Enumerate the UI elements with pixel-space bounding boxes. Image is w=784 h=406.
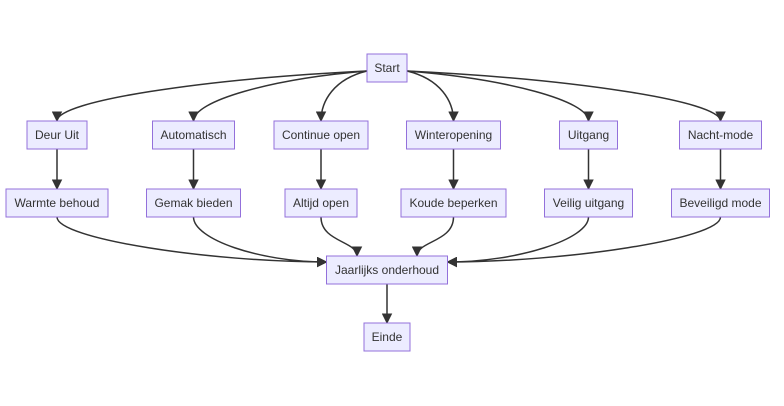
node-label: Einde [372,330,403,344]
node-altijd-open: Altijd open [284,188,358,218]
node-einde: Einde [363,322,411,352]
edge-warmte-behoud-to-jaarlijks-onderhoud [56,216,328,268]
node-box [273,120,369,150]
node-box [146,188,241,218]
node-box [26,120,88,150]
edges [51,70,726,325]
node-start: Start [366,53,408,83]
node-beveiligd-mode: Beveiligd mode [671,188,770,218]
node-box [679,120,762,150]
node-nacht-mode: Nacht-mode [679,120,762,150]
node-label: Jaarlijks onderhoud [335,263,439,277]
node-veilig-uitgang: Veilig uitgang [544,188,633,218]
edge-start-to-automatisch [188,70,368,123]
edge-start-to-uitgang [406,70,594,123]
node-box [363,322,411,352]
edge-start-to-continue-open [315,70,368,123]
node-box [559,120,618,150]
edge-start-to-deur-uit [51,70,368,123]
edge-altijd-open-to-jaarlijks-onderhoud [320,216,363,258]
node-jaarlijks-onderhoud: Jaarlijks onderhoud [326,255,448,285]
edge-koude-beperken-to-jaarlijks-onderhoud [411,216,455,258]
node-label: Continue open [282,128,360,142]
node-box [400,188,507,218]
node-koude-beperken: Koude beperken [400,188,507,218]
node-label: Altijd open [293,196,349,210]
node-deur-uit: Deur Uit [26,120,88,150]
node-label: Start [374,61,400,75]
node-box [671,188,770,218]
node-continue-open: Continue open [273,120,369,150]
node-label: Warmte behoud [15,196,100,210]
node-label: Deur Uit [35,128,80,142]
node-box [544,188,633,218]
node-label: Veilig uitgang [553,196,624,210]
node-label: Beveiligd mode [679,196,761,210]
node-uitgang: Uitgang [559,120,618,150]
edge-beveiligd-mode-to-jaarlijks-onderhoud [446,216,722,268]
edge-start-to-winteropening [406,70,459,123]
node-gemak-bieden: Gemak bieden [146,188,241,218]
node-box [326,255,448,285]
node-label: Nacht-mode [688,128,754,142]
node-warmte-behoud: Warmte behoud [5,188,109,218]
node-label: Automatisch [160,128,226,142]
node-winteropening: Winteropening [406,120,501,150]
node-automatisch: Automatisch [152,120,235,150]
node-label: Koude beperken [409,196,497,210]
edge-start-to-nacht-mode [406,70,726,123]
node-label: Uitgang [568,128,609,142]
node-label: Winteropening [415,128,492,142]
node-box [152,120,235,150]
edge-gemak-bieden-to-jaarlijks-onderhoud [192,216,328,268]
node-box [406,120,501,150]
node-box [284,188,358,218]
node-box [366,53,408,83]
node-label: Gemak bieden [154,196,232,210]
node-box [5,188,109,218]
